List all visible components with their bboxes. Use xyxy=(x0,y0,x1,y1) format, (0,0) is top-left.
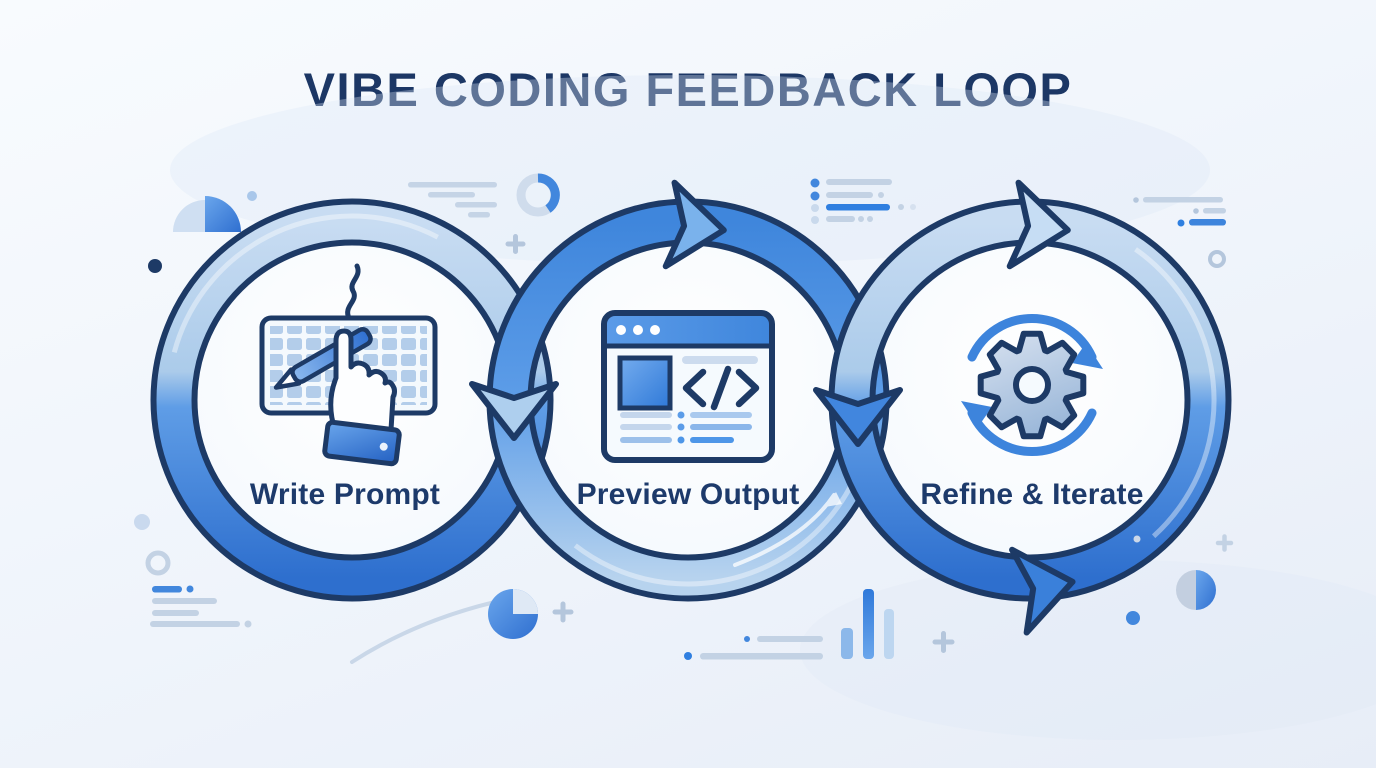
step-label-refine-iterate: Refine & Iterate xyxy=(920,478,1144,511)
list-rows-decoration xyxy=(810,178,916,224)
sync-arrowhead-top xyxy=(1072,343,1103,369)
flow-arrows xyxy=(469,179,1076,636)
dot-decoration xyxy=(1133,535,1141,543)
half-circle-decoration xyxy=(1176,570,1216,610)
fan-shape-decoration xyxy=(173,196,241,232)
page-title: VIBE CODING FEEDBACK LOOP xyxy=(303,63,1073,116)
titlebar-dots xyxy=(616,325,660,335)
hand xyxy=(328,328,397,433)
flow-arrow-junction-2-3 xyxy=(813,387,903,447)
browser-text-lines xyxy=(620,411,752,444)
gear-sync-icon xyxy=(961,314,1103,456)
text-lines-decoration xyxy=(150,585,252,628)
dot-decoration xyxy=(148,259,162,273)
browser-titlebar xyxy=(604,313,772,346)
dot-decoration xyxy=(1126,611,1140,625)
sleeve-cuff xyxy=(322,419,402,467)
browser-code-icon xyxy=(601,310,775,463)
bar-chart-decoration xyxy=(841,589,894,659)
decorations xyxy=(134,173,1234,664)
flow-arrow-bottom-loop3 xyxy=(1009,546,1076,636)
flow-arrow-top-loop3 xyxy=(1006,179,1071,270)
text-lines-decoration xyxy=(408,182,497,218)
plus-decoration xyxy=(1215,534,1234,552)
ring-decoration xyxy=(1208,250,1226,268)
step-label-write-prompt: Write Prompt xyxy=(249,478,441,511)
cable xyxy=(345,263,361,321)
flow-arrow-junction-1-2 xyxy=(469,381,559,441)
dot-decoration xyxy=(247,191,257,201)
pie-chart-decoration xyxy=(488,589,538,639)
dot-decoration xyxy=(134,514,150,530)
plus-decoration xyxy=(932,631,955,653)
flow-arrow-top-loop2 xyxy=(662,179,727,270)
swoosh-arrow-decoration xyxy=(733,492,842,567)
code-glyph xyxy=(682,365,760,411)
plus-decoration xyxy=(552,601,574,623)
list-rows-decoration xyxy=(1133,197,1226,227)
text-lines-decoration xyxy=(684,636,823,660)
arc-line-decoration xyxy=(350,597,510,664)
step-label-preview-output: Preview Output xyxy=(576,478,800,511)
ring-decoration xyxy=(145,550,171,576)
gear-hub xyxy=(1013,366,1051,404)
sync-arrowhead-bottom xyxy=(961,401,992,427)
keyboard-pen-icon xyxy=(259,263,438,467)
image-placeholder xyxy=(617,355,673,411)
plus-decoration xyxy=(505,234,526,254)
donut-chart-decoration xyxy=(516,173,560,217)
